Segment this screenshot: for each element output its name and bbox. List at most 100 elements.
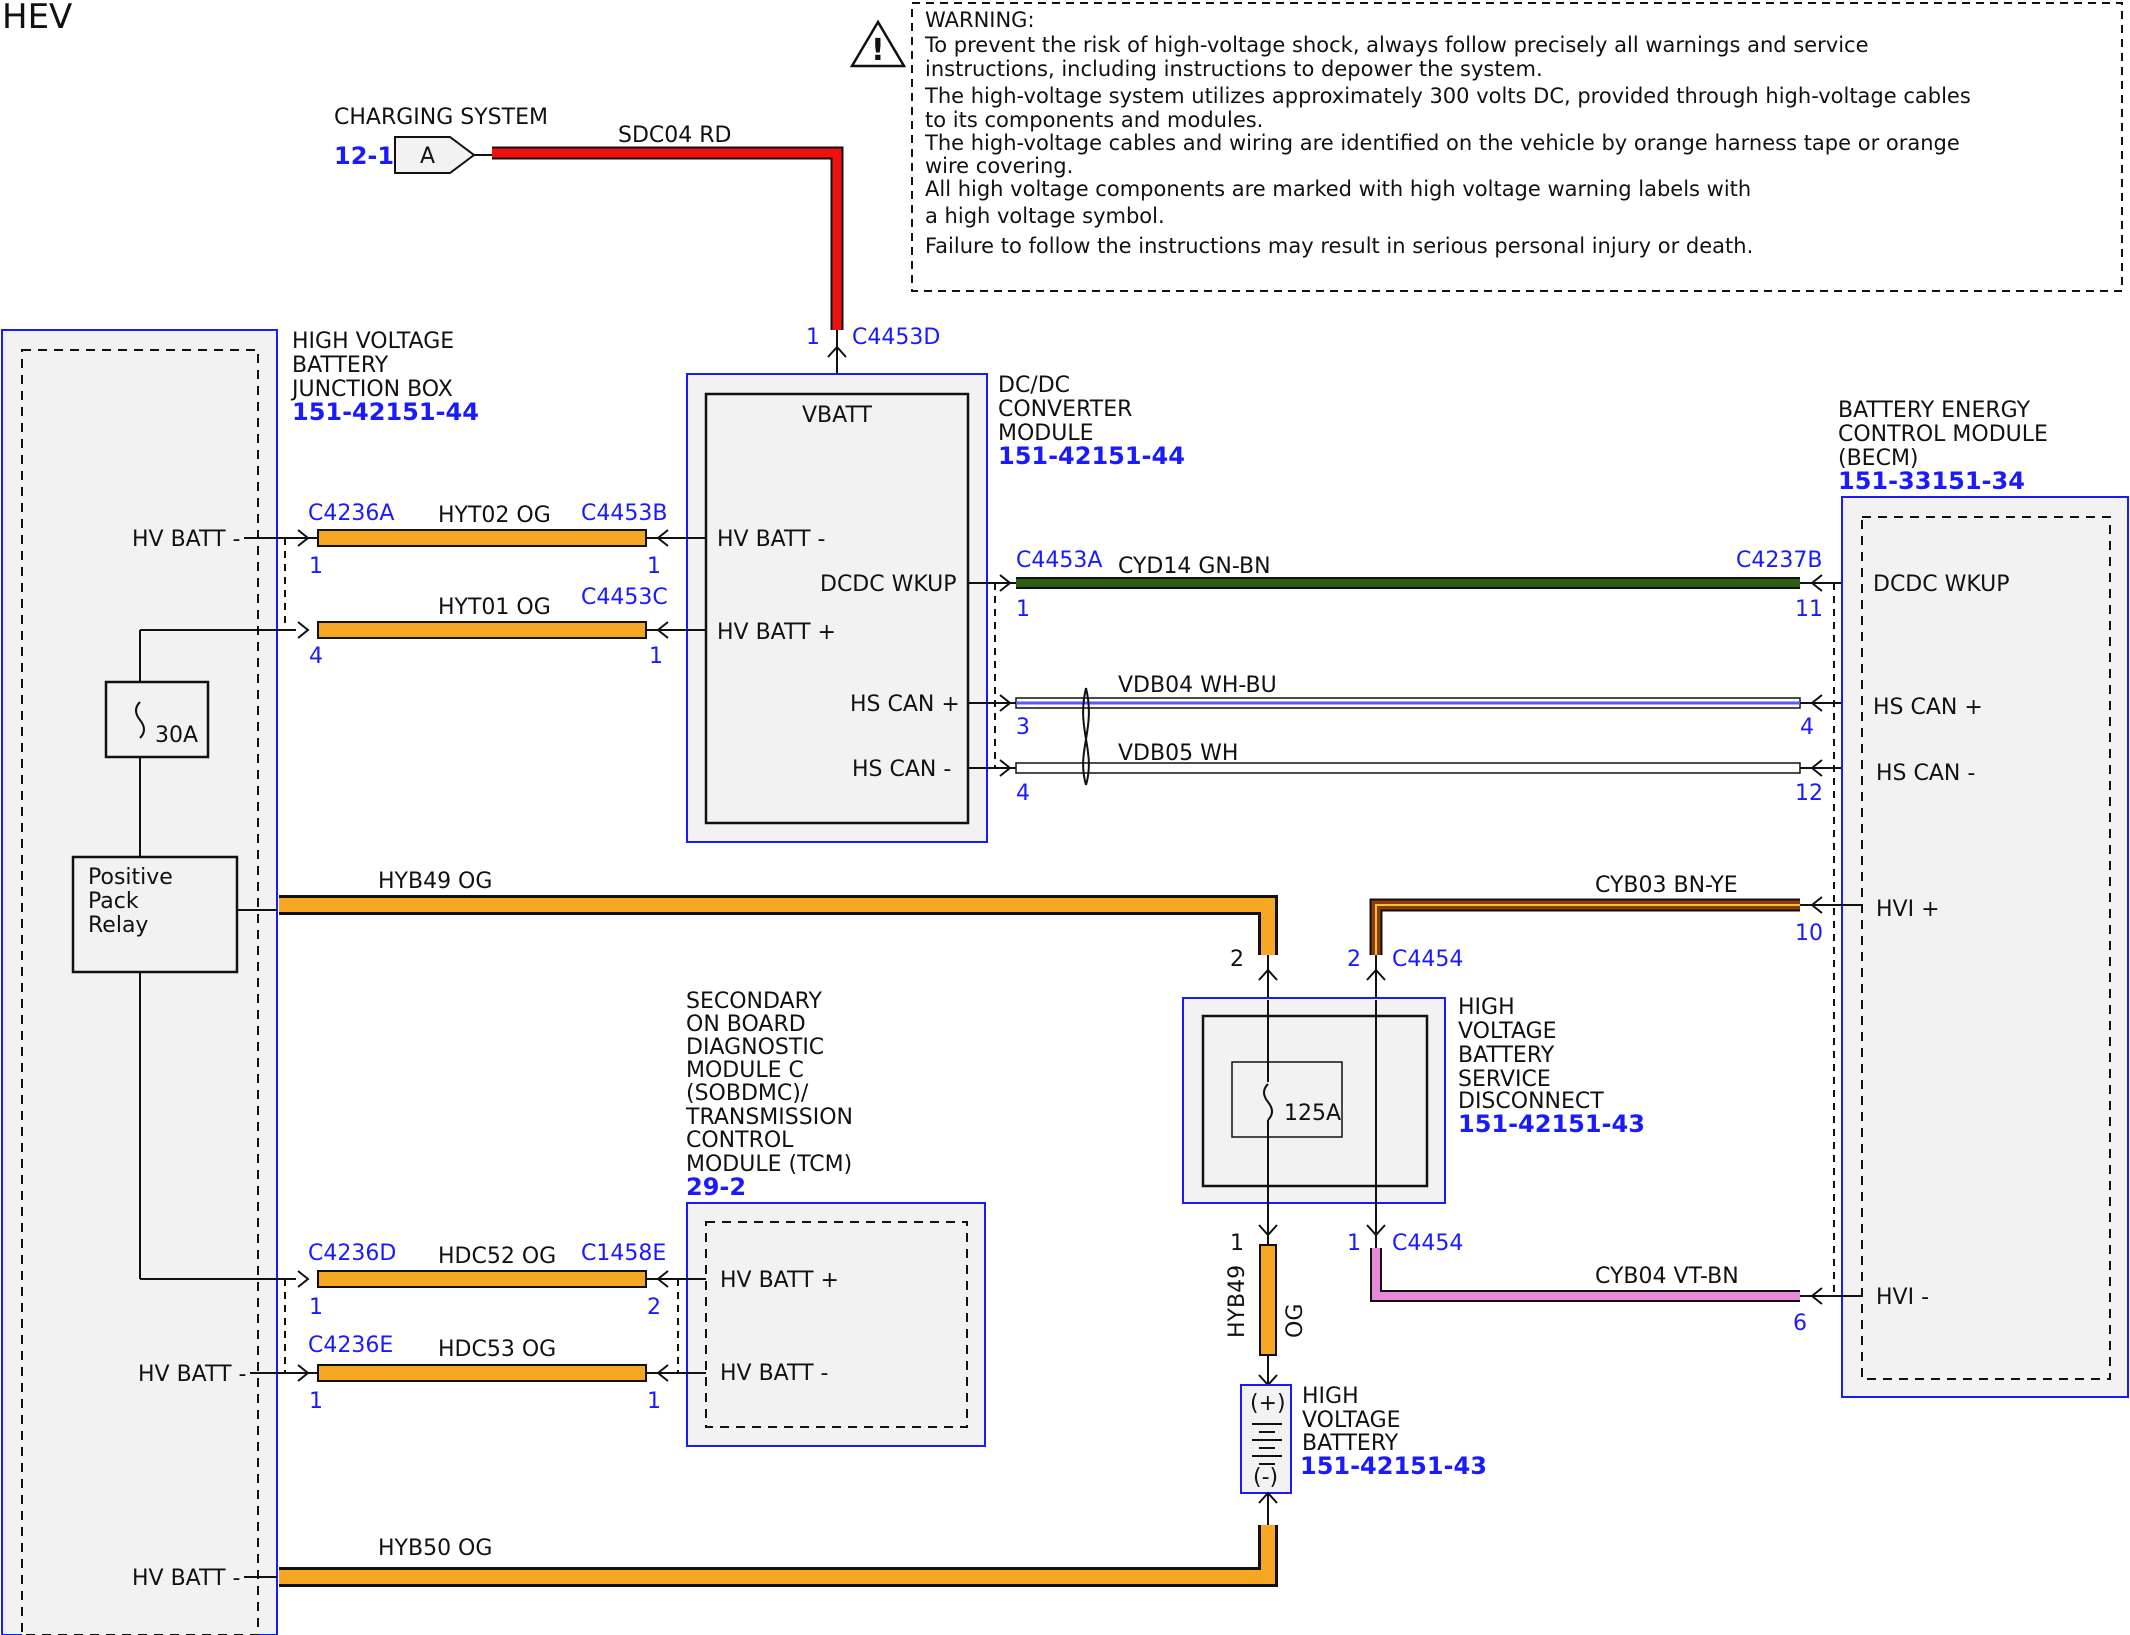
connector-c4453c: C4453C bbox=[581, 585, 668, 610]
hvbjb-name-2: JUNCTION BOX bbox=[290, 377, 453, 402]
dcdc-vbatt: VBATT bbox=[802, 403, 873, 428]
connector-c4236e: C4236E bbox=[308, 1333, 393, 1358]
sobdmc-name-5: TRANSMISSION bbox=[685, 1105, 853, 1130]
charging-system-reference: CHARGING SYSTEM 12-1 A bbox=[334, 105, 548, 174]
warning-line-5: The high-voltage cables and wiring are i… bbox=[924, 131, 1960, 155]
wire-hyb49: HYB49 OG 2 1 HYB49 OG bbox=[279, 869, 1308, 1387]
wire-label-sdc04: SDC04 RD bbox=[618, 123, 731, 148]
connector-c4453d: C4453D bbox=[852, 325, 940, 350]
connector-a-flag bbox=[394, 136, 476, 174]
dcdc-converter-module: VBATT DC/DC CONVERTER MODULE 151-42151-4… bbox=[686, 373, 1185, 843]
relay-label-1: Pack bbox=[88, 889, 139, 914]
pin-cyb04-left: 1 bbox=[1347, 1231, 1361, 1256]
pin-c4453d-1: 1 bbox=[806, 325, 820, 350]
dcdc-name-2: MODULE bbox=[998, 421, 1094, 446]
dcdc-pin-hscan-plus: HS CAN + bbox=[850, 692, 960, 717]
becm-pin-hvi-plus: HVI + bbox=[1876, 897, 1940, 922]
wire-label-hyb50: HYB50 OG bbox=[378, 1536, 492, 1561]
hvbjb-pin-hvbatt-minus-3: HV BATT - bbox=[132, 1566, 240, 1591]
becm-pin-dcdc-wkup: DCDC WKUP bbox=[1873, 572, 2010, 597]
hvbjb-ref[interactable]: 151-42151-44 bbox=[292, 398, 479, 426]
wire-vdb04: VDB04 WH-BU 3 4 bbox=[999, 673, 1862, 740]
connector-c4453a: C4453A bbox=[1016, 548, 1102, 573]
wire-label-hdc53: HDC53 OG bbox=[438, 1337, 556, 1362]
hvbjb-name-0: HIGH VOLTAGE bbox=[292, 329, 454, 354]
pin-c4453b-1: 1 bbox=[647, 554, 661, 579]
connector-c4453b: C4453B bbox=[581, 501, 667, 526]
relay-label-0: Positive bbox=[88, 865, 173, 890]
wire-vdb05: VDB05 WH 4 12 bbox=[999, 741, 1862, 806]
charging-system-ref[interactable]: 12-1 bbox=[334, 142, 394, 170]
hvbsd-ref[interactable]: 151-42151-43 bbox=[1458, 1110, 1645, 1138]
wire-label-cyd14: CYD14 GN-BN bbox=[1118, 554, 1271, 579]
connector-c4454-top: C4454 bbox=[1392, 947, 1463, 972]
battery-plus: (+) bbox=[1250, 1391, 1286, 1416]
pin-hdc53-right: 1 bbox=[647, 1389, 661, 1414]
sobdmc-name-4: (SOBDMC)/ bbox=[686, 1081, 809, 1106]
twisted-pair-marker bbox=[1082, 687, 1090, 786]
connector-a-label: A bbox=[420, 144, 435, 169]
becm-module: BATTERY ENERGY CONTROL MODULE (BECM) 151… bbox=[1833, 398, 2129, 1398]
pin-c4453a-1: 1 bbox=[1016, 597, 1030, 622]
hvb-ref[interactable]: 151-42151-43 bbox=[1300, 1452, 1487, 1480]
svg-text:!: ! bbox=[871, 33, 885, 68]
sobdmc-name-0: SECONDARY bbox=[686, 989, 822, 1014]
warning-line-0: WARNING: bbox=[925, 8, 1035, 32]
dcdc-ref[interactable]: 151-42151-44 bbox=[998, 442, 1185, 470]
hvbsd-name-0: HIGH bbox=[1458, 995, 1515, 1020]
dcdc-name-0: DC/DC bbox=[998, 373, 1070, 398]
dcdc-pin-dcdc-wkup: DCDC WKUP bbox=[820, 572, 957, 597]
pin-vdb05-left: 4 bbox=[1016, 781, 1030, 806]
sobdmc-pin-hvbatt-plus: HV BATT + bbox=[720, 1268, 839, 1293]
wire-label-hyt01: HYT01 OG bbox=[438, 595, 551, 620]
dcdc-pin-hvbatt-plus: HV BATT + bbox=[717, 620, 836, 645]
wire-vert-og: OG bbox=[1283, 1304, 1308, 1338]
hvb-name-1: VOLTAGE bbox=[1302, 1408, 1401, 1433]
dcdc-pin-hvbatt-minus: HV BATT - bbox=[717, 527, 825, 552]
warning-line-4: to its components and modules. bbox=[925, 108, 1263, 132]
becm-pin-hscan-plus: HS CAN + bbox=[1873, 695, 1983, 720]
warning-line-9: Failure to follow the instructions may r… bbox=[925, 234, 1753, 258]
positive-pack-relay bbox=[71, 855, 239, 974]
dcdc-pin-hscan-minus: HS CAN - bbox=[852, 757, 951, 782]
pin-hdc52-right: 2 bbox=[647, 1295, 661, 1320]
charging-system-label: CHARGING SYSTEM bbox=[334, 105, 548, 130]
hvbsd-name-4: DISCONNECT bbox=[1458, 1089, 1604, 1114]
hvbsd-name-2: BATTERY bbox=[1458, 1043, 1555, 1068]
warning-line-8: a high voltage symbol. bbox=[925, 204, 1165, 228]
hv-battery-service-disconnect: 125A HIGH VOLTAGE BATTERY SERVICE DISCON… bbox=[1182, 995, 1645, 1248]
wire-hdc52: HDC52 OG C4236D C1458E 1 2 bbox=[297, 1241, 706, 1320]
hvbjb-pin-hvbatt-minus-1: HV BATT - bbox=[132, 527, 240, 552]
pin-hyb49-top: 2 bbox=[1230, 947, 1244, 972]
connector-c1458e: C1458E bbox=[581, 1241, 666, 1266]
hv-battery-junction-box: HIGH VOLTAGE BATTERY JUNCTION BOX 151-42… bbox=[1, 329, 479, 1635]
connector-c4454-bottom: C4454 bbox=[1392, 1231, 1463, 1256]
hvbsd-name-1: VOLTAGE bbox=[1458, 1019, 1557, 1044]
hvb-name-0: HIGH bbox=[1302, 1384, 1359, 1409]
wire-sdc04: SDC04 RD 1 C4453D bbox=[492, 123, 940, 375]
sobdmc-name-1: ON BOARD bbox=[686, 1012, 806, 1037]
pin-hyt01-right: 1 bbox=[649, 644, 663, 669]
pin-vdb04-left: 3 bbox=[1016, 715, 1030, 740]
wire-hdc53: HDC53 OG C4236E 1 1 bbox=[296, 1333, 706, 1414]
hvbjb-name-1: BATTERY bbox=[292, 353, 389, 378]
becm-ref[interactable]: 151-33151-34 bbox=[1838, 467, 2025, 495]
sobdmc-tcm-module: SECONDARY ON BOARD DIAGNOSTIC MODULE C (… bbox=[677, 989, 986, 1447]
pin-vdb05-right: 12 bbox=[1795, 781, 1823, 806]
becm-name-2: (BECM) bbox=[1838, 446, 1919, 471]
sobdmc-name-7: MODULE (TCM) bbox=[686, 1152, 852, 1177]
pin-c4237b-11: 11 bbox=[1795, 597, 1823, 622]
wire-hyt01: HYT01 OG C4453C 4 1 bbox=[297, 585, 706, 669]
warning-line-6: wire covering. bbox=[925, 154, 1073, 178]
sobdmc-ref[interactable]: 29-2 bbox=[686, 1173, 746, 1201]
sobdmc-name-3: MODULE C bbox=[686, 1058, 804, 1083]
connector-c4236d: C4236D bbox=[308, 1241, 396, 1266]
hvbjb-pin-hvbatt-minus-2: HV BATT - bbox=[138, 1362, 246, 1387]
relay-label-2: Relay bbox=[88, 913, 148, 938]
warning-line-1: To prevent the risk of high-voltage shoc… bbox=[924, 33, 1869, 57]
sobdmc-pin-hvbatt-minus: HV BATT - bbox=[720, 1361, 828, 1386]
becm-pin-hscan-minus: HS CAN - bbox=[1876, 761, 1975, 786]
high-voltage-battery: (+) (-) HIGH VOLTAGE BATTERY 151-42151-4… bbox=[1240, 1384, 1487, 1525]
fuse-125a-label: 125A bbox=[1284, 1101, 1341, 1126]
